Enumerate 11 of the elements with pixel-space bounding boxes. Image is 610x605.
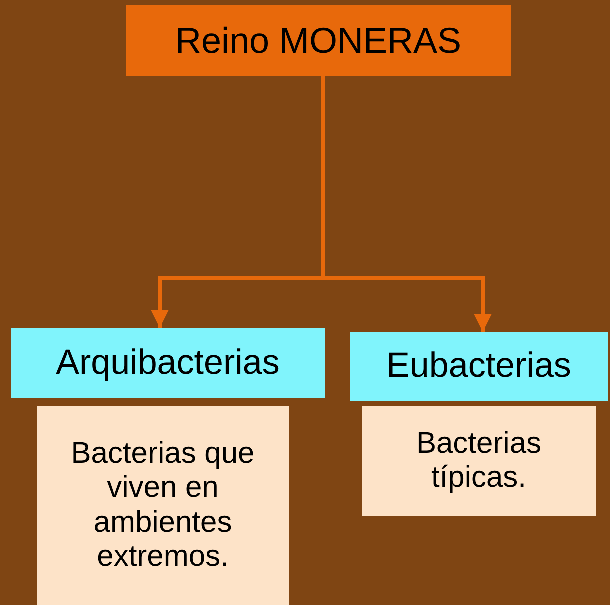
node-text: Bacterias típicas. [415, 426, 543, 496]
title-box [126, 5, 511, 76]
node-text: Arquibacterias [56, 342, 280, 384]
description-box [37, 406, 289, 605]
node-text: Eubacterias [386, 346, 572, 387]
arrow [322, 76, 492, 332]
category-box [11, 328, 325, 398]
description-box [362, 406, 596, 516]
category-box [350, 332, 608, 401]
node-text: Reino MONERAS [175, 20, 462, 62]
node-text: Bacterias que viven en ambientes extremos. [70, 436, 256, 574]
